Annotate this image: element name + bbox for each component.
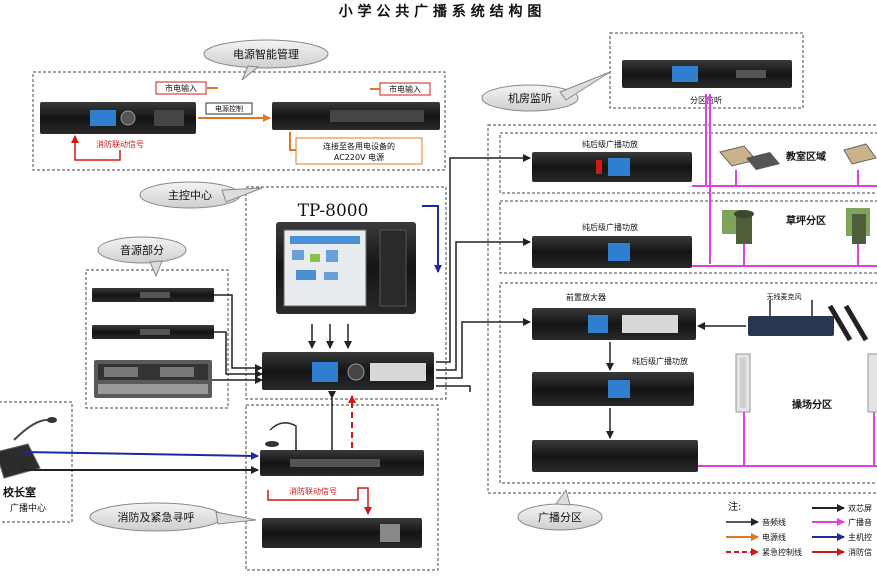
audio-source-callout: 音源部分 xyxy=(97,236,187,278)
legend-item-control: 主机控 xyxy=(812,532,872,542)
fire-emergency-box xyxy=(245,404,439,571)
fire-emergency-callout: 消防及紧急寻呼 xyxy=(89,502,257,532)
svg-text:机房监听: 机房监听 xyxy=(508,91,552,105)
paging-mic-small xyxy=(265,422,297,447)
principal-office-label: 校长室 xyxy=(3,485,36,499)
power-manager-device-2 xyxy=(272,102,440,130)
fire-paging-device xyxy=(260,450,424,476)
lawn-speaker-2 xyxy=(846,208,870,244)
svg-text:双芯屏: 双芯屏 xyxy=(848,503,872,513)
cassette-deck-device xyxy=(94,360,212,398)
fire-signal-label-1: 消防联动信号 xyxy=(96,139,144,149)
wireless-mic-label: 无线麦克风 xyxy=(767,292,802,301)
classroom-zone-label: 教室区域 xyxy=(785,150,826,163)
broadcast-zones-outer-box xyxy=(487,124,877,494)
lawn-speaker-1 xyxy=(722,210,754,244)
amp-1-label: 纯后级广播功放 xyxy=(582,139,638,149)
lawn-zone-label: 草坪分区 xyxy=(786,214,826,227)
paging-microphone xyxy=(0,417,57,479)
fire-signal-label-2: 消防联动信号 xyxy=(289,486,337,496)
power-control-label xyxy=(205,102,253,115)
svg-text:消防信: 消防信 xyxy=(848,547,872,557)
audio-source-device-2 xyxy=(92,325,214,339)
power-management-callout: 电源智能管理 xyxy=(203,39,329,81)
svg-text:连接至各用电设备的: 连接至各用电设备的 xyxy=(323,141,395,151)
diagram-title: 小 学 公 共 广 播 系 统 结 构 图 xyxy=(339,3,542,20)
legend-title: 注: xyxy=(728,500,741,513)
wireless-mic-receiver xyxy=(748,300,869,342)
legend-item-fire: 消防信 xyxy=(812,547,872,557)
ac-output-label: 连接至各用电设备的 AC220V 电源 xyxy=(295,137,423,165)
preamp-label: 前置放大器 xyxy=(566,292,606,302)
mains-input-label-2: 市电输入 xyxy=(379,82,431,96)
power-amp-4 xyxy=(532,440,698,472)
tp8000-host-device xyxy=(276,222,416,314)
pre-amplifier xyxy=(532,308,696,340)
amp-2-label: 纯后级广播功放 xyxy=(582,222,638,232)
power-amp-2 xyxy=(532,236,692,268)
legend-item-twin-core: 双芯屏 xyxy=(812,503,872,513)
power-amp-1 xyxy=(532,152,692,182)
svg-text:广播音: 广播音 xyxy=(848,517,872,527)
classroom-zone-box xyxy=(499,132,877,194)
fire-control-device xyxy=(262,518,422,548)
power-management-box xyxy=(32,71,446,171)
zone-monitor-box xyxy=(609,32,804,109)
main-control-box xyxy=(245,186,447,400)
legend-item-emergency: 紧急控制线 xyxy=(726,547,802,557)
svg-text:AC220V 电源: AC220V 电源 xyxy=(334,152,384,162)
power-amp-3 xyxy=(532,372,694,406)
audio-source-device-1 xyxy=(92,288,214,302)
svg-text:紧急控制线: 紧急控制线 xyxy=(762,547,802,557)
amp-3-label: 纯后级广播功放 xyxy=(632,356,688,366)
column-speaker-1 xyxy=(735,353,751,413)
zone-monitor-device xyxy=(622,60,792,88)
broadcast-zones-callout: 广播分区 xyxy=(517,488,603,531)
lawn-zone-box xyxy=(499,200,877,274)
machine-room-callout: 机房监听 xyxy=(481,71,611,112)
svg-text:音频线: 音频线 xyxy=(762,517,786,527)
legend-item-power: 电源线 xyxy=(726,532,786,542)
svg-text:广播分区: 广播分区 xyxy=(538,510,582,524)
svg-text:音源部分: 音源部分 xyxy=(120,243,164,257)
column-speaker-2 xyxy=(867,353,877,413)
svg-text:电源线: 电源线 xyxy=(762,532,786,542)
broadcast-center-label: 广播中心 xyxy=(10,502,46,514)
playground-zone-label: 操场分区 xyxy=(792,398,832,411)
svg-text:市电输入: 市电输入 xyxy=(165,83,197,93)
svg-text:市电输入: 市电输入 xyxy=(389,84,421,94)
svg-text:主机控: 主机控 xyxy=(848,532,872,542)
svg-text:主控中心: 主控中心 xyxy=(168,188,212,202)
matrix-main-device xyxy=(262,352,434,390)
principal-office-box xyxy=(0,401,73,523)
playground-zone-box xyxy=(499,282,877,484)
svg-text:消防及紧急寻呼: 消防及紧急寻呼 xyxy=(118,510,195,524)
legend-item-audio: 音频线 xyxy=(726,517,786,527)
classroom-speaker-2 xyxy=(843,143,877,165)
power-manager-device-1 xyxy=(40,102,196,134)
mains-input-label-1: 市电输入 xyxy=(155,81,207,95)
legend-item-broadcast: 广播音 xyxy=(812,517,872,527)
svg-text:电源智能管理: 电源智能管理 xyxy=(233,47,299,61)
classroom-speaker-1 xyxy=(719,145,780,170)
main-control-callout: 主控中心 xyxy=(139,181,263,209)
svg-text:电源控制: 电源控制 xyxy=(215,104,243,113)
control-line-office xyxy=(21,451,259,460)
main-model-label: TP-8000 xyxy=(298,201,369,221)
